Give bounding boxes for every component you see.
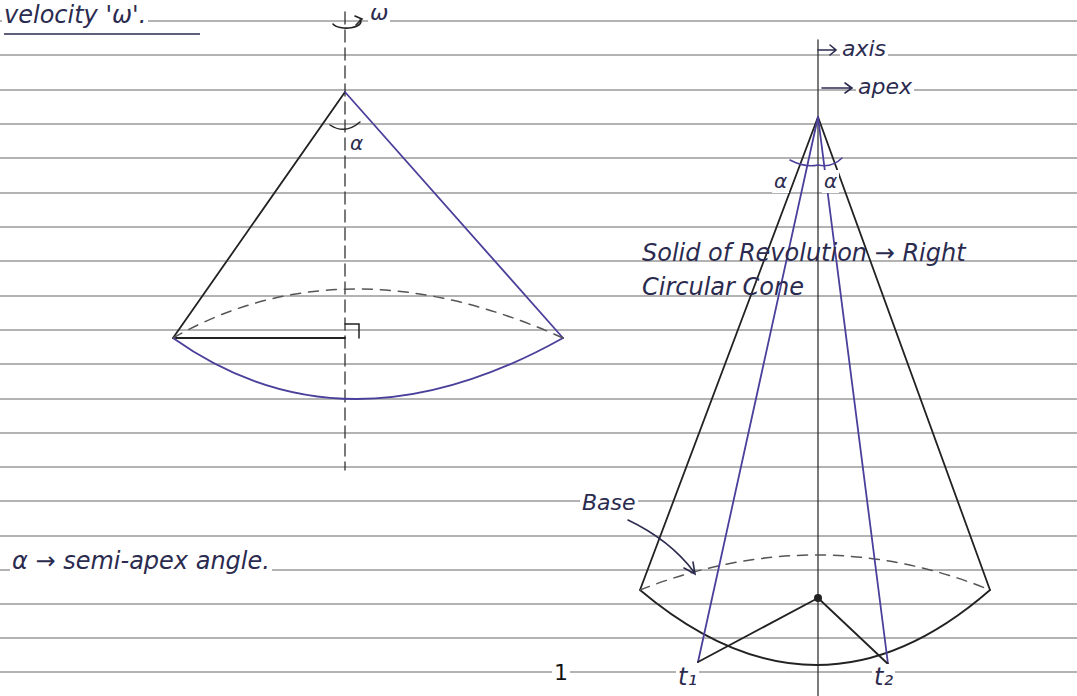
note-text: Solid of Revolution → Right Circular Con…	[640, 236, 1004, 304]
underline	[4, 33, 200, 35]
cone-right	[628, 40, 990, 696]
definition-note: α → semi-apex angle.	[10, 548, 272, 576]
omega-symbol: ω	[368, 0, 390, 25]
ruled-lines	[0, 21, 1077, 672]
cone-left	[173, 12, 563, 470]
point-label: t₂	[872, 664, 895, 692]
heading-note: velocity 'ω'.	[2, 2, 148, 30]
angle-label: α	[348, 132, 365, 155]
page-number: 1	[552, 660, 570, 685]
part-name: Base	[580, 490, 638, 515]
angle-label: α	[822, 170, 839, 193]
part-name: apex	[856, 74, 914, 99]
part-name: axis	[840, 36, 888, 61]
angle-label: α	[772, 170, 789, 193]
point-label: t₁	[676, 664, 699, 692]
